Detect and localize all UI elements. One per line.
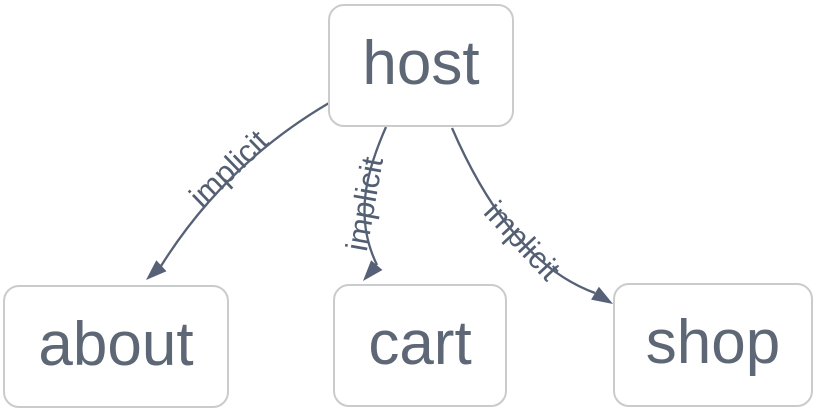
node-host[interactable]: host (328, 4, 514, 127)
edge-label-host-about: implicit (182, 123, 275, 215)
node-shop-label: shop (645, 308, 781, 377)
edge-host-cart[interactable] (363, 126, 388, 266)
node-about[interactable]: about (3, 285, 229, 408)
node-about-label: about (38, 309, 194, 379)
node-shop[interactable]: shop (613, 283, 813, 407)
node-cart[interactable]: cart (333, 284, 507, 407)
arrowhead-shop (591, 286, 613, 304)
edge-host-shop[interactable] (450, 127, 596, 295)
edge-host-about[interactable] (160, 102, 330, 267)
node-cart-label: cart (368, 308, 472, 378)
arrowhead-cart (363, 260, 383, 281)
node-host-label: host (362, 28, 480, 98)
